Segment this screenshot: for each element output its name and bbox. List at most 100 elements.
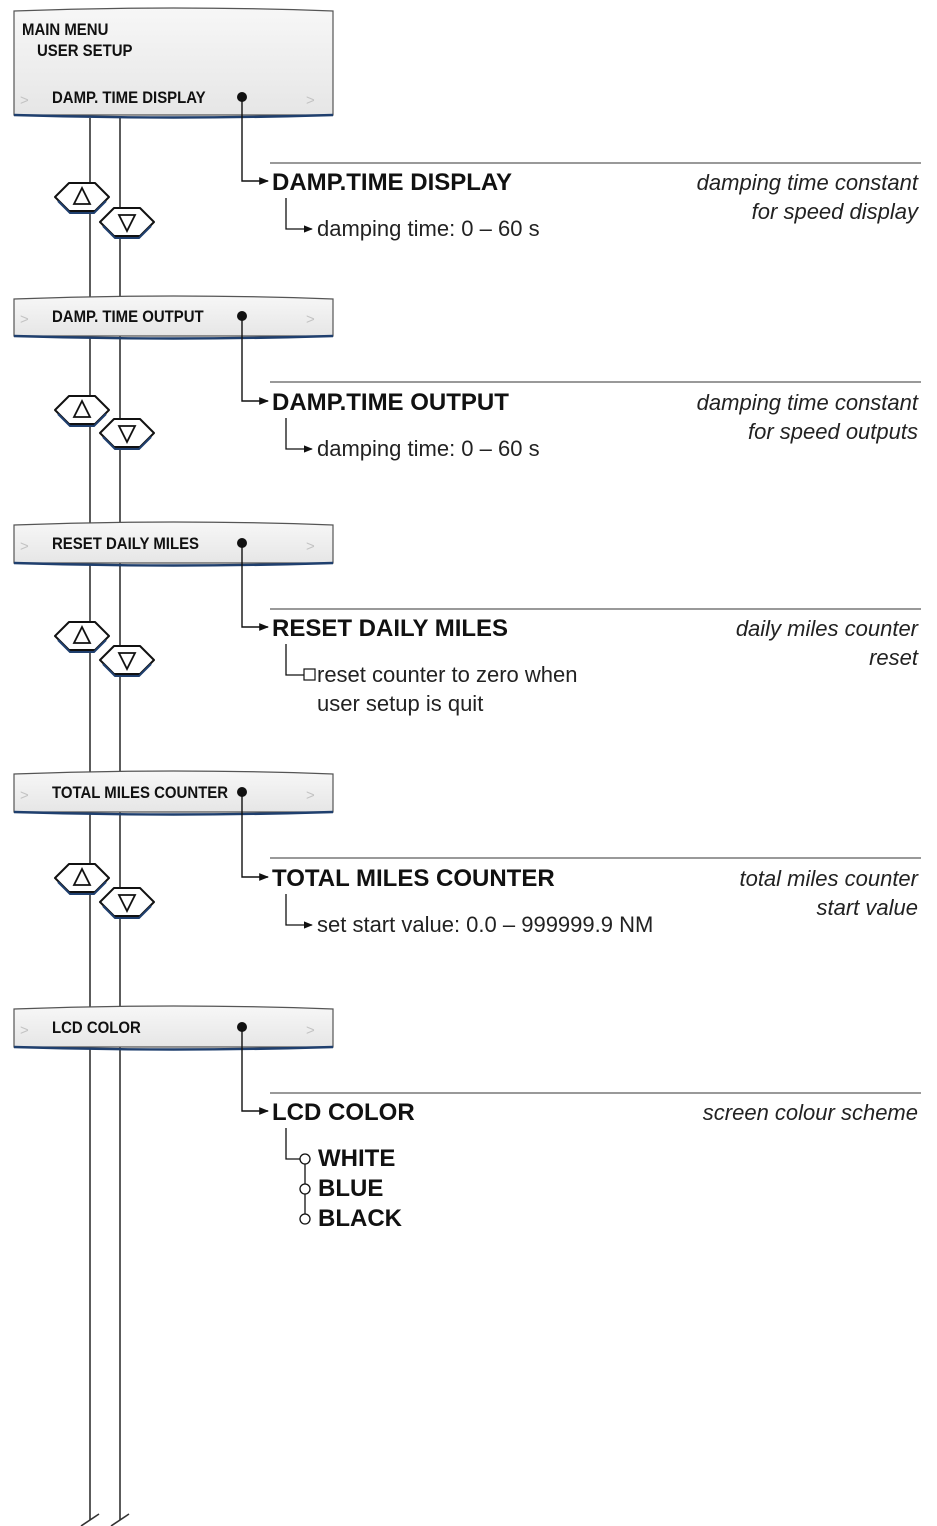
menu-box-5[interactable]: > LCD COLOR >: [13, 1005, 334, 1051]
lcd-color-black: BLACK: [318, 1205, 403, 1232]
option-sub-text: user setup is quit: [317, 691, 483, 716]
down-arrow-key[interactable]: [99, 887, 155, 919]
chevron-right-icon: >: [306, 1022, 315, 1039]
radio-button-icon: [299, 1183, 311, 1195]
option-description: daily miles counter: [736, 616, 920, 641]
option-title: DAMP.TIME DISPLAY: [272, 169, 512, 196]
triangle-up-icon: [72, 398, 92, 418]
chevron-right-icon: >: [306, 311, 315, 328]
connector-arrow: [241, 1027, 269, 1115]
option-sub-text: reset counter to zero when: [317, 662, 577, 687]
triangle-down-icon: [117, 425, 137, 445]
menu-box-3[interactable]: > RESET DAILY MILES >: [13, 521, 334, 567]
option-block-2: DAMP.TIME OUTPUT damping time constant for…: [270, 381, 921, 461]
up-arrow-key[interactable]: [54, 182, 110, 214]
menu-box-2[interactable]: >DAMP. TIME OUTPUT>: [13, 295, 334, 340]
chevron-right-icon: >: [306, 92, 315, 109]
lcd-color-blue: BLUE: [318, 1175, 383, 1202]
triangle-up-icon: [72, 866, 92, 886]
lcd-color-white: WHITE: [318, 1145, 395, 1172]
option-block-4: TOTAL MILES COUNTER total miles counter st…: [270, 857, 921, 937]
option-block-5: LCD COLOR screen colour scheme: [270, 1092, 921, 1126]
key-shadow: [57, 200, 107, 214]
rail-break-right: [110, 1513, 130, 1526]
connector-arrow: [241, 316, 269, 405]
chevron-left-icon: >: [20, 787, 29, 804]
down-arrow-key[interactable]: [99, 418, 155, 450]
down-arrow-key[interactable]: [99, 207, 155, 239]
menu-item-label: DAMP. TIME DISPLAY: [52, 89, 206, 107]
menu-box-frame: [13, 295, 334, 337]
option-title: RESET DAILY MILES: [272, 615, 508, 642]
option-description: total miles counter: [739, 866, 919, 891]
options-layer: DAMP.TIME DISPLAY damping time constant fo…: [270, 162, 921, 1232]
option-description: damping time constant: [697, 390, 919, 415]
menu-item-label: LCD COLOR: [52, 1019, 141, 1037]
radio-button-icon: [299, 1153, 311, 1165]
option-description: reset: [869, 645, 919, 670]
option-title: LCD COLOR: [272, 1099, 415, 1126]
down-arrow-key[interactable]: [99, 645, 155, 677]
option-title: DAMP.TIME OUTPUT: [272, 389, 509, 416]
menu-box-underline: [13, 1045, 334, 1051]
menu-box-frame: [13, 7, 334, 116]
sub-connector: [285, 644, 305, 676]
chevron-left-icon: >: [20, 538, 29, 555]
lcd-color-options: WHITE BLUE BLACK: [285, 1128, 403, 1232]
keys-layer: [54, 182, 155, 919]
up-arrow-key[interactable]: [54, 395, 110, 427]
triangle-up-icon: [72, 185, 92, 205]
key-shadow: [102, 225, 152, 239]
key-shadow: [102, 436, 152, 450]
menu-box-underline: [13, 113, 334, 119]
option-block-3: RESET DAILY MILES daily miles counter rese…: [270, 608, 921, 716]
menu-header-main: MAIN MENU: [22, 21, 108, 39]
key-shadow: [57, 639, 107, 653]
triangle-up-icon: [72, 624, 92, 644]
option-description: damping time constant: [697, 170, 919, 195]
menu-box-frame: [13, 1005, 334, 1048]
chevron-left-icon: >: [20, 1022, 29, 1039]
menu-box-underline: [13, 810, 334, 816]
sub-connector: [285, 198, 313, 233]
radio-button-icon: [299, 1213, 311, 1225]
key-shadow: [102, 905, 152, 919]
chevron-right-icon: >: [306, 538, 315, 555]
key-shadow: [57, 413, 107, 427]
option-description: screen colour scheme: [703, 1100, 918, 1125]
menu-header-sub: USER SETUP: [37, 42, 133, 60]
triangle-down-icon: [117, 214, 137, 234]
key-shadow: [102, 663, 152, 677]
menu-box-underline: [13, 334, 334, 340]
connector-arrow: [241, 792, 269, 881]
menu-item-label: RESET DAILY MILES: [52, 535, 199, 553]
navigation-rails: [80, 118, 130, 1526]
connector-arrow: [241, 543, 269, 631]
sub-connector: [285, 418, 313, 453]
triangle-down-icon: [117, 652, 137, 672]
option-sub-text: damping time: 0 – 60 s: [317, 216, 540, 241]
chevron-left-icon: >: [20, 92, 29, 109]
up-arrow-key[interactable]: [54, 863, 110, 895]
up-arrow-key[interactable]: [54, 621, 110, 653]
rail-break-left: [80, 1513, 100, 1526]
menu-item-label: DAMP. TIME OUTPUT: [52, 308, 204, 326]
chevron-right-icon: >: [306, 787, 315, 804]
checkbox-icon: [303, 668, 316, 681]
menu-box-4[interactable]: >TOTAL MILES COUNTER>: [13, 770, 334, 816]
option-description: for speed outputs: [748, 419, 918, 444]
sub-connector: [285, 1128, 300, 1160]
option-description: start value: [817, 895, 919, 920]
option-title: TOTAL MILES COUNTER: [272, 865, 555, 892]
option-sub-text: set start value: 0.0 – 999999.9 NM: [317, 912, 653, 937]
menu-box-frame: [13, 521, 334, 564]
connector-arrow: [241, 97, 269, 185]
triangle-down-icon: [117, 894, 137, 914]
sub-connector: [285, 894, 313, 929]
menu-box-1[interactable]: MAIN MENU USER SETUP > DAMP. TIME DISPLAY >: [13, 7, 334, 119]
menu-box-underline: [13, 561, 334, 567]
key-shadow: [57, 881, 107, 895]
